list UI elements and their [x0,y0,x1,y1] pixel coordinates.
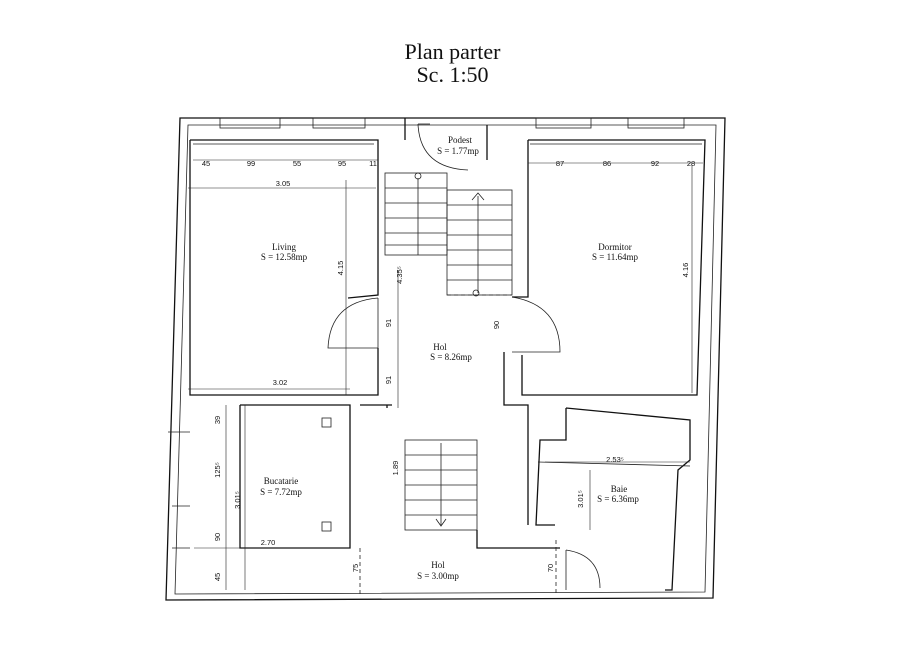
dim-bucatarie-width: 2.70 [261,538,276,547]
dim-living-top-4: 95 [338,159,346,168]
room-name-podest: Podest [448,135,473,145]
dim-stair2-height: 1.89 [391,461,400,476]
dimension-lines [188,159,703,590]
dim-hol-right: 90 [492,321,501,329]
dim-bucatarie-left-3: 90 [213,533,222,541]
dim-baie-width: 2.53⁵ [606,455,624,464]
room-name-bucatarie: Bucatarie [264,476,298,486]
room-name-hol2: Hol [431,560,445,570]
hol-walls [360,352,529,525]
plan-scale: Sc. 1:50 [416,62,489,87]
room-name-hol1: Hol [433,342,447,352]
living-door [327,297,379,349]
living-room [189,139,379,396]
dimension-labels: 45 99 55 95 11 3.05 3.02 4.15 4.35⁵ 87 8… [202,159,695,581]
dim-hol-left-1: 91 [384,319,393,327]
dim-living-bottom: 3.02 [273,378,288,387]
dim-living-height: 4.15 [336,261,345,276]
dim-dormitor-top-1: 87 [556,159,564,168]
room-area-podest: S = 1.77mp [437,146,479,156]
dim-stair-height: 4.35⁵ [395,266,404,284]
room-area-baie: S = 6.36mp [597,494,639,504]
dim-dormitor-top-3: 92 [651,159,659,168]
dim-living-width: 3.05 [276,179,291,188]
dim-bucatarie-height: 3.01⁵ [233,491,242,509]
hol2-area [359,540,557,595]
room-area-hol2: S = 3.00mp [417,571,459,581]
dim-baie-height: 3.01⁵ [576,490,585,508]
dim-living-top-3: 55 [293,159,301,168]
dim-hol-left-2: 91 [384,376,393,384]
main-staircase [384,172,513,297]
dim-living-top-5: 11 [369,159,377,168]
dormitor-room [512,139,706,396]
dim-bucatarie-left-1: 39 [213,416,222,424]
top-windows [219,117,685,129]
dim-dormitor-top-2: 86 [603,159,611,168]
dim-dormitor-top-4: 28 [687,159,695,168]
baie-door [565,549,601,590]
dim-bucatarie-left-2: 125⁵ [213,462,222,478]
lower-staircase [404,439,560,549]
room-area-dormitor: S = 11.64mp [592,252,638,262]
dim-living-top-1: 45 [202,159,210,168]
room-area-bucatarie: S = 7.72mp [260,487,302,497]
dim-hol2-right: 70 [546,564,555,572]
plan-title: Plan parter [404,39,501,64]
podest-area [404,118,488,171]
bucatarie-room [168,404,351,549]
room-name-dormitor: Dormitor [598,242,632,252]
room-labels: Living S = 12.58mp Podest S = 1.77mp Dor… [260,135,639,581]
dim-bucatarie-left-4: 45 [213,573,222,581]
dim-living-top-2: 99 [247,159,255,168]
room-area-living: S = 12.58mp [261,252,308,262]
room-name-baie: Baie [611,484,628,494]
dormitor-door [511,296,561,353]
dim-hol2-left: 75 [351,564,360,572]
room-name-living: Living [272,242,296,252]
room-area-hol1: S = 8.26mp [430,352,472,362]
baie-room [535,407,691,591]
dim-dormitor-height: 4.16 [681,263,690,278]
